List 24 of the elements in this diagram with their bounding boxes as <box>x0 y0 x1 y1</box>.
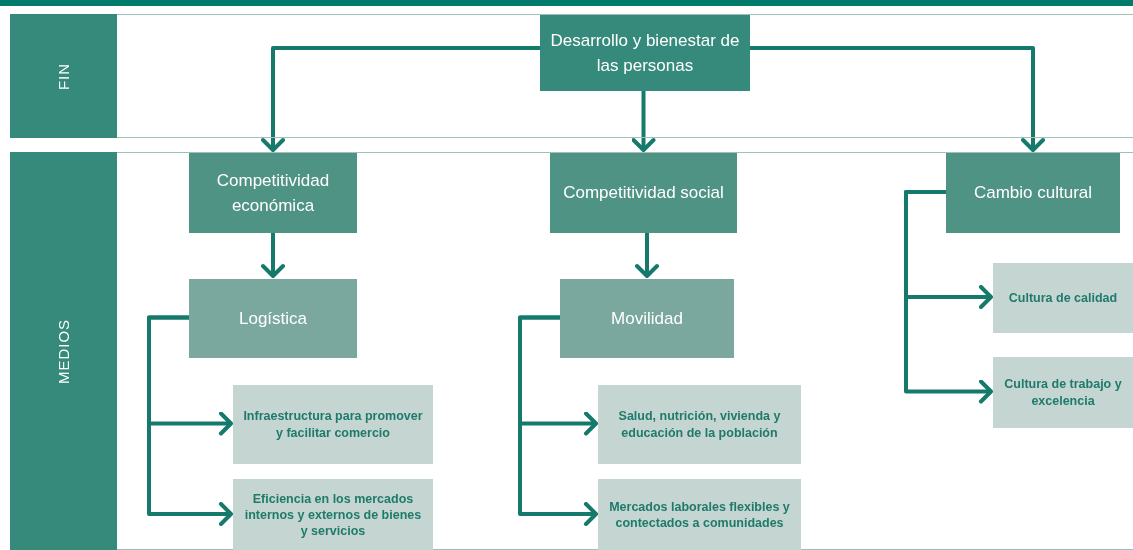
process-box: Cambio cultural <box>946 153 1120 233</box>
process-box: Movilidad <box>560 279 734 358</box>
band <box>10 152 1133 550</box>
process-box: Competitividad social <box>550 153 737 233</box>
arrow <box>631 90 656 152</box>
arrow <box>518 315 598 526</box>
item-box: Cultura de trabajo y excelencia <box>993 357 1133 428</box>
item-box: Eficiencia en los mercados internos y externos de bienes y servicios <box>233 479 433 550</box>
item-box: Infraestructura para promover y facilitar comercio <box>233 385 433 464</box>
arrow <box>635 232 659 278</box>
arrow <box>750 46 1045 152</box>
arrow <box>261 46 540 152</box>
band-title: MEDIOS <box>55 318 72 384</box>
item-box: Salud, nutrición, vivienda y educación de la población <box>598 385 801 464</box>
arrow <box>904 190 993 404</box>
item-box: Cultura de calidad <box>993 263 1133 333</box>
arrow <box>147 315 233 526</box>
band <box>10 14 1133 138</box>
process-box: Desarrollo y bienestar de las personas <box>540 15 750 91</box>
band-title: FIN <box>55 62 72 90</box>
arrow <box>261 232 285 278</box>
process-box: Competitividad económica <box>189 153 357 233</box>
item-box: Mercados laborales flexibles y contectados a comunidades <box>598 479 801 550</box>
process-box: Logística <box>189 279 357 358</box>
